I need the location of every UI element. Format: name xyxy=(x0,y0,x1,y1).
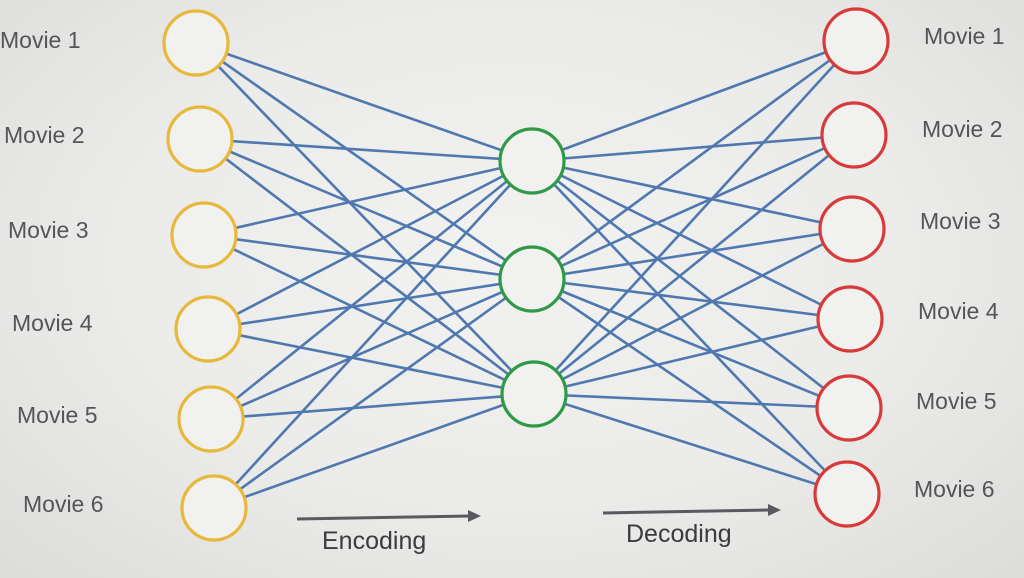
edge-input-6-hidden-3 xyxy=(212,392,536,510)
edge-input-5-hidden-1 xyxy=(209,159,534,421)
input-node-6 xyxy=(180,474,248,542)
input-label-2: Movie 2 xyxy=(4,122,85,148)
edge-input-4-hidden-1 xyxy=(206,159,534,331)
edge-input-6-hidden-1 xyxy=(212,159,534,510)
output-node-4 xyxy=(816,285,884,353)
edge-hidden-3-output-4 xyxy=(532,317,852,396)
edge-input-2-hidden-2 xyxy=(198,137,534,281)
output-label-6: Movie 6 xyxy=(914,476,995,502)
input-node-3 xyxy=(170,201,238,269)
input-node-4 xyxy=(174,295,242,363)
edge-hidden-2-output-2 xyxy=(530,133,856,281)
edge-hidden-3-output-3 xyxy=(532,227,854,396)
edge-input-3-hidden-2 xyxy=(202,233,534,281)
input-label-3: Movie 3 xyxy=(8,217,89,243)
edge-hidden-3-output-6 xyxy=(532,392,849,496)
hidden-node-3 xyxy=(500,360,568,428)
edge-hidden-1-output-5 xyxy=(530,159,851,410)
edge-input-5-hidden-3 xyxy=(209,392,536,421)
output-label-2: Movie 2 xyxy=(922,116,1003,142)
edge-hidden-2-output-5 xyxy=(530,277,851,410)
decoding-label: Decoding xyxy=(626,520,732,548)
arrows-group xyxy=(296,504,781,522)
output-label-1: Movie 1 xyxy=(924,23,1005,49)
edge-input-3-hidden-3 xyxy=(202,233,536,396)
edge-hidden-1-output-6 xyxy=(530,159,849,496)
edge-input-4-hidden-3 xyxy=(206,327,536,396)
input-label-1: Movie 1 xyxy=(0,27,81,53)
edge-input-2-hidden-1 xyxy=(198,137,534,163)
input-node-1 xyxy=(162,9,230,77)
edge-input-1-hidden-3 xyxy=(194,41,536,396)
edge-hidden-2-output-1 xyxy=(530,39,858,281)
output-label-3: Movie 3 xyxy=(920,208,1001,234)
output-node-5 xyxy=(815,374,883,442)
edge-hidden-3-output-1 xyxy=(532,39,858,396)
edge-hidden-2-output-6 xyxy=(530,277,849,496)
edge-hidden-1-output-4 xyxy=(530,159,852,321)
edge-hidden-1-output-1 xyxy=(530,39,858,163)
output-node-1 xyxy=(822,7,890,75)
encoding-label: Encoding xyxy=(322,527,427,555)
edge-hidden-1-output-3 xyxy=(530,159,854,231)
edge-hidden-3-output-2 xyxy=(532,133,856,396)
input-label-4: Movie 4 xyxy=(12,310,93,336)
hidden-node-2 xyxy=(498,245,566,313)
edge-input-2-hidden-3 xyxy=(198,137,536,396)
input-label-6: Movie 6 xyxy=(23,491,104,517)
input-node-5 xyxy=(177,385,245,453)
output-label-4: Movie 4 xyxy=(918,298,999,324)
output-node-3 xyxy=(818,195,886,263)
edge-input-6-hidden-2 xyxy=(212,277,534,510)
encoding-arrow-icon xyxy=(296,510,481,522)
edge-input-3-hidden-1 xyxy=(202,159,534,237)
input-label-5: Movie 5 xyxy=(17,402,98,428)
nodes-group xyxy=(162,7,890,542)
output-node-2 xyxy=(820,101,888,169)
output-node-6 xyxy=(813,460,881,528)
edge-input-1-hidden-2 xyxy=(194,41,534,281)
edge-input-4-hidden-2 xyxy=(206,277,534,331)
edge-input-1-hidden-1 xyxy=(194,41,534,163)
edges-group xyxy=(194,39,858,510)
edge-input-5-hidden-2 xyxy=(209,277,534,421)
output-label-5: Movie 5 xyxy=(916,388,997,414)
edge-hidden-3-output-5 xyxy=(532,392,851,410)
edge-hidden-2-output-3 xyxy=(530,227,854,281)
hidden-node-1 xyxy=(498,127,566,195)
edge-hidden-2-output-4 xyxy=(530,277,852,321)
decoding-arrow-icon xyxy=(602,504,781,516)
input-node-2 xyxy=(166,105,234,173)
edge-hidden-1-output-2 xyxy=(530,133,856,163)
